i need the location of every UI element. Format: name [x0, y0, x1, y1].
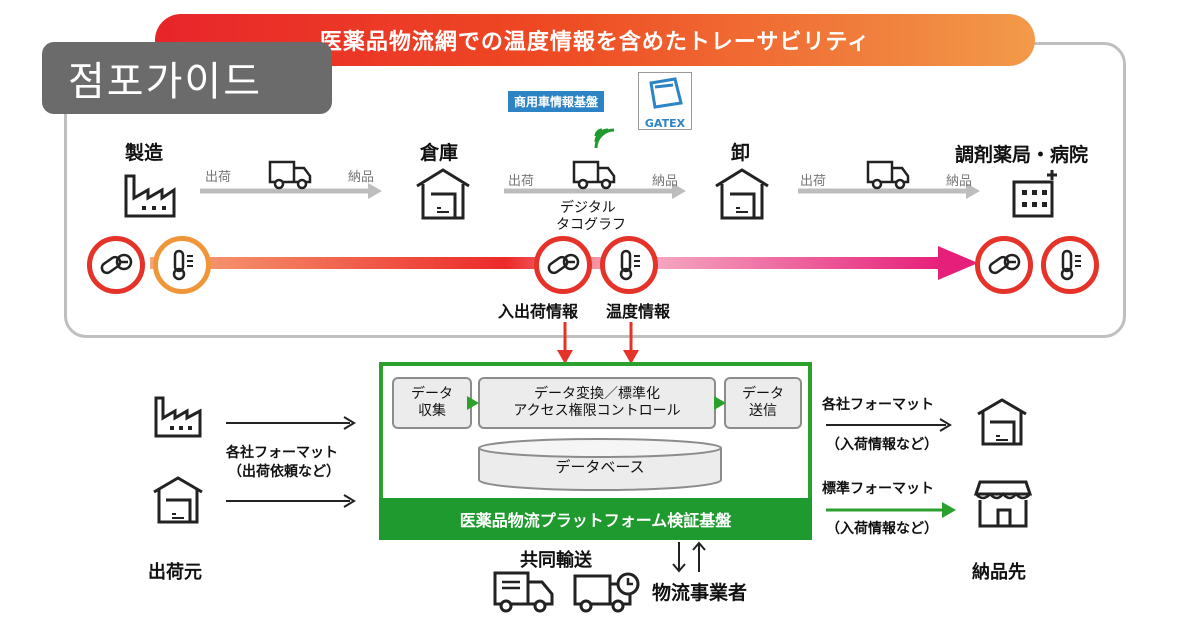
ship-arrow-2 [504, 183, 686, 199]
platform-name: 医薬品物流プラットフォーム検証基盤 [379, 498, 812, 540]
node-warehouse: 倉庫 [420, 142, 459, 164]
gatex-emblem-icon [649, 77, 683, 109]
data-convert-line1: データ変換／標準化 [534, 385, 660, 402]
label-deliver-3: 納品 [946, 174, 973, 189]
label-deliver-2: 納品 [652, 174, 679, 189]
node-manufacture: 製造 [125, 142, 164, 164]
temperature-circle [600, 236, 658, 294]
warehouse-icon [153, 476, 203, 524]
right-format-a-line1: 各社フォーマット [822, 397, 934, 413]
medicine-circle [534, 236, 592, 294]
ship-arrow-1 [200, 183, 382, 199]
thermometer-icon [1060, 249, 1081, 281]
label-deliver-1: 納品 [348, 170, 375, 185]
tachograph-label-1: デジタル [560, 200, 616, 216]
gatex-logo: GATEX [638, 72, 692, 130]
gatex-logo-text: GATEX [644, 117, 686, 130]
data-send-line2: 送信 [749, 403, 777, 419]
pill-icon [547, 253, 580, 275]
warehouse-icon [416, 168, 470, 220]
truck-clock-icon [573, 572, 640, 613]
destination-label: 納品先 [972, 562, 1026, 583]
gatex-tag: 商用車情報基盤 [508, 91, 605, 112]
left-format-line2: （出荷依頼など） [228, 464, 340, 480]
label-ship-3: 出荷 [800, 174, 827, 189]
truck-icon [493, 571, 554, 613]
left-arrow-bottom [226, 494, 356, 508]
temperature-circle [153, 236, 211, 294]
medicine-circle [87, 236, 145, 294]
convert-to-send-arrow [714, 396, 726, 410]
node-wholesale: 卸 [731, 142, 751, 164]
right-arrow-bottom [826, 502, 956, 518]
left-arrow-top [226, 416, 356, 430]
down-arrow-io [557, 322, 573, 364]
right-format-b-line2: （入荷情報など） [826, 521, 938, 537]
right-arrow-top [826, 418, 952, 432]
label-ship-2: 出荷 [508, 174, 535, 189]
factory-icon [124, 174, 176, 218]
thermometer-icon [172, 249, 193, 281]
up-down-arrows-icon [672, 541, 706, 573]
watermark: 점포가이드 [42, 42, 332, 114]
database-cylinder [478, 438, 722, 491]
store-icon [974, 480, 1032, 528]
data-convert-box: データ変換／標準化 アクセス権限コントロール [478, 377, 716, 429]
thermometer-icon [619, 249, 640, 281]
wireless-signal-icon [594, 128, 615, 149]
down-arrow-temp [623, 322, 639, 364]
data-collect-box: データ 収集 [392, 377, 472, 429]
temperature-circle [1041, 236, 1099, 294]
tachograph-label-2: タコグラフ [556, 217, 626, 233]
warehouse-icon [977, 398, 1027, 446]
hospital-icon [1012, 170, 1057, 218]
logistics-operator-label: 物流事業者 [652, 582, 748, 604]
label-ship-1: 出荷 [205, 170, 232, 185]
data-convert-line2: アクセス権限コントロール [513, 403, 681, 419]
joint-delivery-label: 共同輸送 [520, 550, 592, 571]
truck-icon [866, 160, 910, 190]
node-pharmacy: 調剤薬局・病院 [955, 144, 1089, 166]
io-info-label: 入出荷情報 [498, 302, 579, 321]
factory-icon [154, 396, 202, 438]
left-format-line1: 各社フォーマット [226, 445, 338, 461]
right-format-a-line2: （入荷情報など） [826, 437, 938, 453]
pill-icon [100, 253, 133, 275]
origin-label: 出荷元 [148, 562, 202, 583]
right-format-b-line1: 標準フォーマット [822, 481, 934, 497]
data-collect-line2: 収集 [418, 403, 446, 419]
wholesale-warehouse-icon [715, 168, 769, 220]
data-send-line1: データ [742, 385, 784, 402]
collect-to-convert-arrow [467, 396, 479, 410]
medicine-circle [975, 236, 1033, 294]
truck-icon [268, 160, 312, 190]
ship-arrow-3 [798, 183, 980, 199]
database-label: データベース [555, 458, 645, 476]
data-send-box: データ 送信 [724, 377, 802, 429]
truck-icon [572, 160, 616, 190]
pill-icon [988, 253, 1021, 275]
data-collect-line1: データ [411, 385, 453, 402]
temp-info-label: 温度情報 [606, 302, 671, 321]
